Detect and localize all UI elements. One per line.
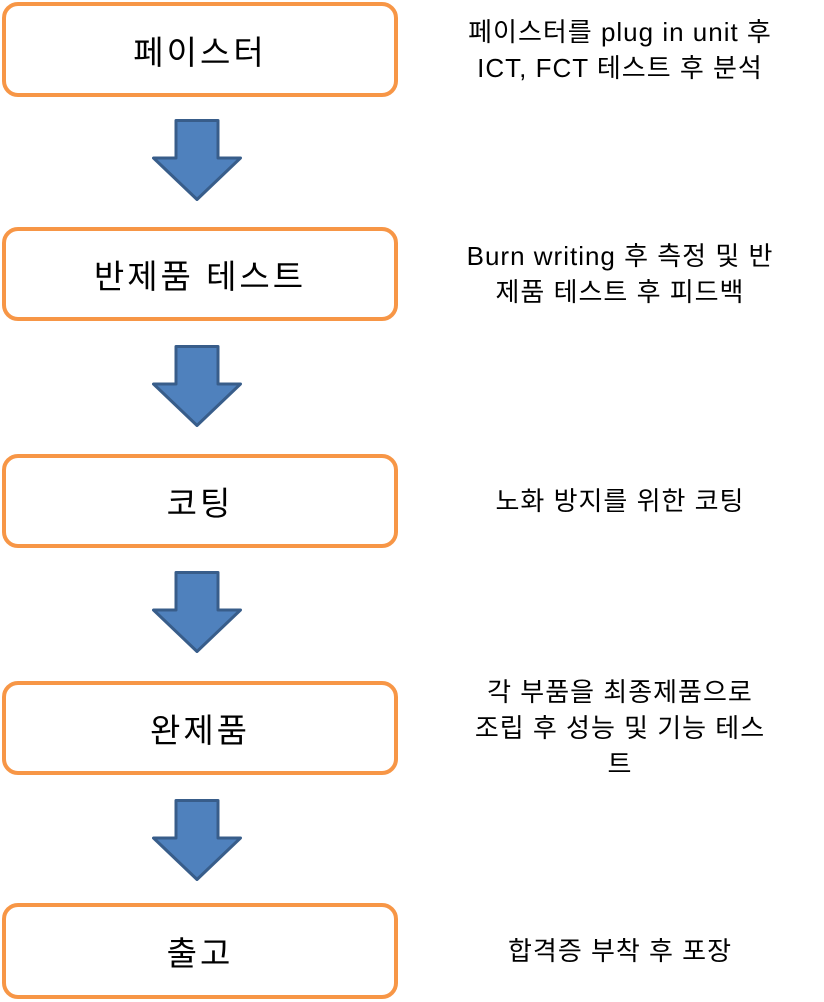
flow-step-box-4: 완제품 <box>2 681 398 775</box>
flow-step-box-1: 페이스터 <box>2 2 398 97</box>
flow-step-label-2: 반제품 테스트 <box>93 258 307 295</box>
down-arrow-icon <box>152 571 242 653</box>
down-arrow-icon <box>152 119 242 201</box>
flow-step-box-5: 출고 <box>2 903 398 999</box>
flow-step-description-1: 페이스터를 plug in unit 후 ICT, FCT 테스트 후 분석 <box>468 16 772 83</box>
flow-step-label-4: 완제품 <box>149 712 251 749</box>
flow-step-label-5: 출고 <box>166 935 234 972</box>
flow-step-label-1: 페이스터 <box>133 33 267 71</box>
down-arrow-icon <box>152 345 242 427</box>
flow-step-description-5: 합격증 부착 후 포장 <box>507 936 733 966</box>
flow-step-description-3: 노화 방지를 위한 코팅 <box>495 486 745 516</box>
flow-step-box-3: 코팅 <box>2 454 398 548</box>
down-arrow-icon <box>152 799 242 881</box>
flow-step-box-2: 반제품 테스트 <box>2 227 398 321</box>
flow-step-description-2: Burn writing 후 측정 및 반 제품 테스트 후 피드백 <box>466 241 774 307</box>
flow-step-description-4: 각 부품을 최종제품으로 조립 후 성능 및 기능 테스 트 <box>474 677 766 779</box>
flow-step-label-3: 코팅 <box>166 485 234 522</box>
